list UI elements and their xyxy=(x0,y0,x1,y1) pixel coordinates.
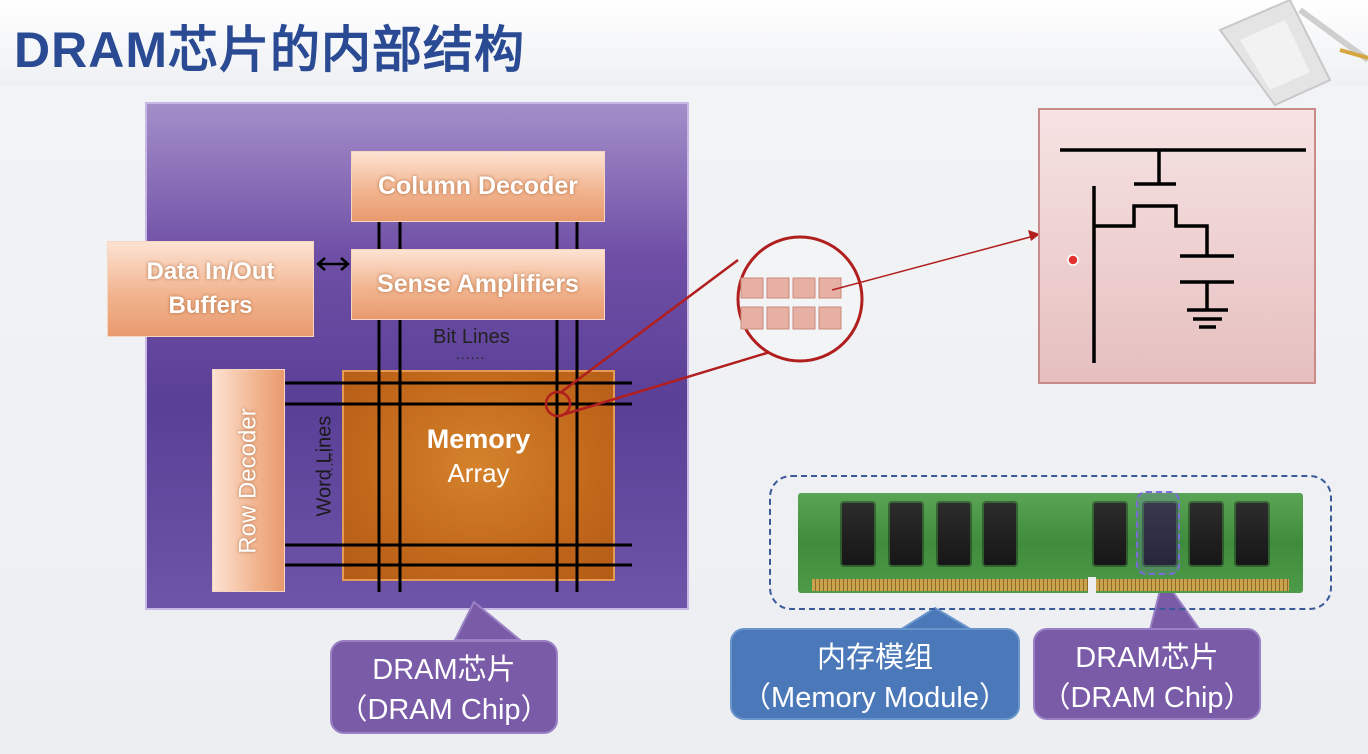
cursor-pointer-icon xyxy=(1067,254,1079,266)
callout-line2: （DRAM Chip） xyxy=(338,694,550,726)
header-band xyxy=(0,0,1368,86)
memory-array-label-line1: Memory xyxy=(426,423,531,454)
arrow-head-icon xyxy=(1028,230,1040,241)
dram-chip-callout-left: DRAM芯片 （DRAM Chip） xyxy=(330,640,558,734)
data-buffers-label-line1: Data In/Out xyxy=(146,258,275,285)
column-decoder-block: Column Decoder xyxy=(351,151,605,222)
module-chip xyxy=(938,503,970,565)
module-chip xyxy=(1144,503,1176,565)
module-gold-pins xyxy=(812,579,1289,591)
module-chip xyxy=(984,503,1016,565)
column-decoder-label: Column Decoder xyxy=(377,172,579,200)
callout-line1: DRAM芯片 xyxy=(372,654,516,686)
zoom-source-circle xyxy=(544,390,572,418)
callout-line1: 内存模组 xyxy=(816,642,933,674)
bit-lines xyxy=(377,222,579,592)
bit-lines-label: Bit Lines xyxy=(433,326,510,348)
dram-cell-circuit-panel xyxy=(1038,108,1316,384)
callout-line2: （Memory Module） xyxy=(742,682,1008,714)
zoom-magnifier-circle xyxy=(736,235,864,363)
memory-cell-grid xyxy=(740,277,842,330)
data-buffers-block: Data In/Out Buffers xyxy=(107,241,314,337)
module-chip xyxy=(1094,503,1126,565)
module-notch xyxy=(1088,577,1096,593)
module-chip xyxy=(890,503,922,565)
callout-line1: DRAM芯片 xyxy=(1075,642,1219,674)
row-decoder-block: Row Decoder xyxy=(212,369,285,592)
page-title: DRAM芯片的内部结构 xyxy=(14,22,525,78)
word-lines xyxy=(285,381,632,567)
bit-lines-dots: ...... xyxy=(456,346,486,362)
memory-array-label-line2: Array xyxy=(447,457,510,488)
highlighted-dram-chip xyxy=(1136,491,1180,575)
double-arrow-icon xyxy=(316,257,350,271)
memory-module-callout: 内存模组 （Memory Module） xyxy=(730,628,1020,720)
word-lines-dots: ...... xyxy=(328,448,344,478)
drafting-tools-icon xyxy=(1218,0,1368,107)
module-chip xyxy=(1236,503,1268,565)
dram-chip-callout-right: DRAM芯片 （DRAM Chip） xyxy=(1033,628,1261,720)
sense-amplifiers-block: Sense Amplifiers xyxy=(351,249,605,320)
callout-line2: （DRAM Chip） xyxy=(1041,682,1253,714)
data-buffers-label-line2: Buffers xyxy=(168,292,253,319)
memory-module-board xyxy=(798,493,1303,593)
sense-amplifiers-label: Sense Amplifiers xyxy=(377,270,579,298)
module-chip xyxy=(842,503,874,565)
memory-module-outline xyxy=(769,475,1332,610)
module-chip xyxy=(1190,503,1222,565)
